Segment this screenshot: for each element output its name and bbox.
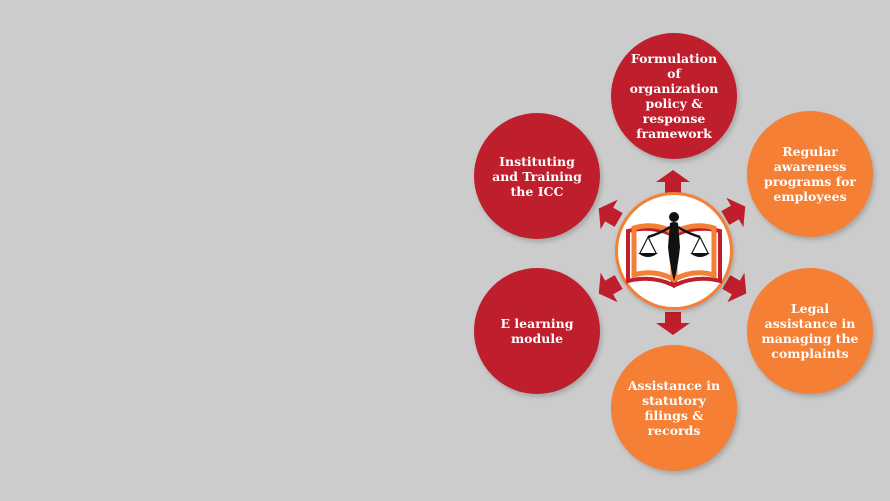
node-legal: Legal assistance in managing the complai… bbox=[747, 268, 873, 394]
node-filings-label: Assistance in statutory filings & record… bbox=[627, 378, 721, 438]
node-icc-label: Instituting and Training the ICC bbox=[492, 153, 582, 199]
node-icc: Instituting and Training the ICC bbox=[474, 113, 600, 239]
arrow-to-legal bbox=[722, 272, 747, 303]
node-elearning-label: E learning module bbox=[500, 316, 574, 346]
arrow-to-filings bbox=[656, 312, 690, 335]
arrow-to-icc bbox=[598, 199, 623, 230]
node-filings: Assistance in statutory filings & record… bbox=[611, 345, 737, 471]
node-awareness-label: Regular awareness programs for employees bbox=[763, 144, 856, 204]
node-formulation: Formulation of organization policy & res… bbox=[611, 33, 737, 159]
node-formulation-label: Formulation of organization policy & res… bbox=[629, 51, 719, 141]
center-hub bbox=[615, 192, 733, 310]
arrow-to-awareness bbox=[721, 197, 746, 228]
arrow-to-formulation bbox=[656, 170, 690, 193]
node-awareness: Regular awareness programs for employees bbox=[747, 111, 873, 237]
arrow-to-elearning bbox=[598, 272, 623, 303]
node-legal-label: Legal assistance in managing the complai… bbox=[761, 301, 859, 361]
node-elearning: E learning module bbox=[474, 268, 600, 394]
scales-of-justice-book-icon bbox=[626, 212, 722, 289]
